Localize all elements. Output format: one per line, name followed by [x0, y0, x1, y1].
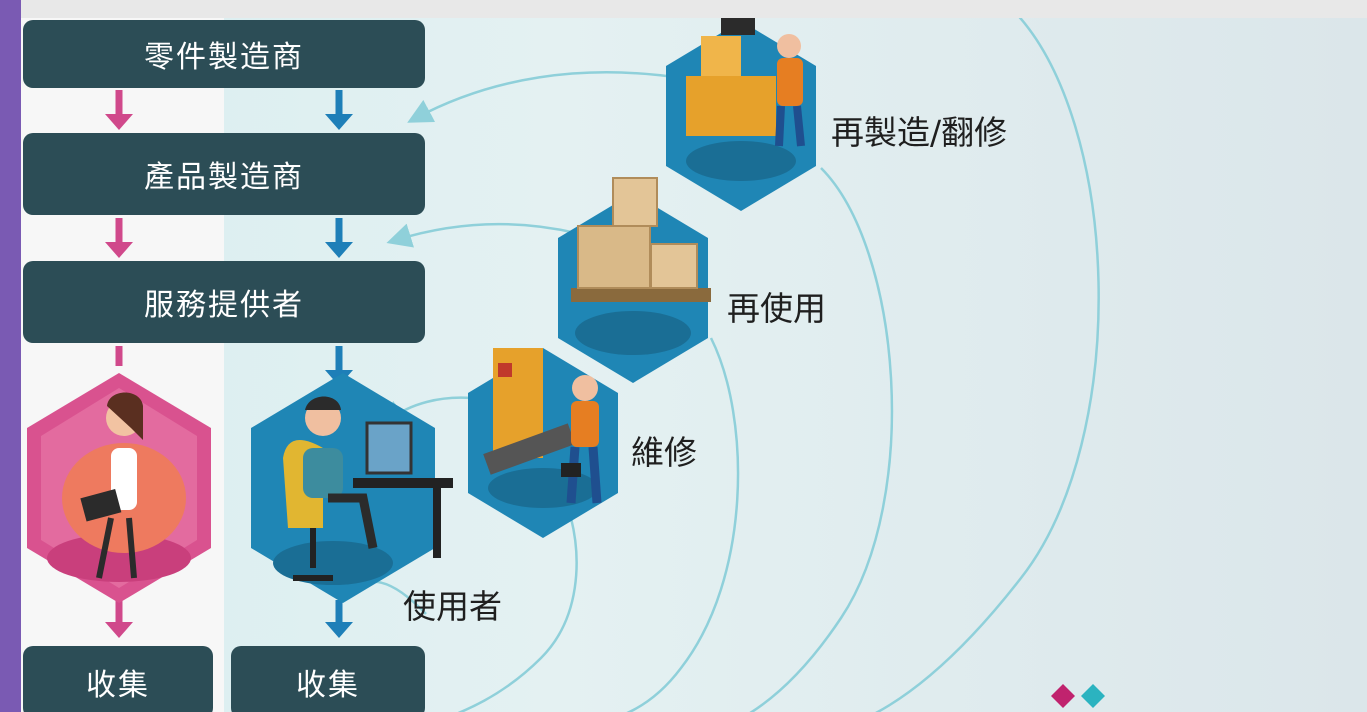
service-provider-box: 服務提供者 — [23, 261, 425, 343]
reuse-label: 再使用 — [727, 289, 826, 328]
parts-manufacturer-box: 零件製造商 — [23, 20, 425, 88]
user-hexagon — [251, 373, 453, 603]
logo-fragment — [1051, 684, 1105, 708]
reuse-hexagon — [558, 177, 711, 383]
repair-loop-curve — [457, 517, 578, 712]
outer-loop-curve — [874, 18, 1100, 712]
parts-manufacturer-label: 零件製造商 — [144, 40, 304, 75]
remanufacture-loop-curve — [749, 167, 894, 712]
diagram-graphics — [27, 18, 1105, 712]
repair-hexagon — [468, 348, 618, 538]
collect-right-box: 收集 — [231, 646, 425, 712]
remanufacture-label: 再製造/翻修 — [831, 113, 1008, 152]
collect-left-label: 收集 — [86, 668, 150, 703]
collect-left-box: 收集 — [23, 646, 213, 712]
service-provider-label: 服務提供者 — [144, 288, 304, 323]
slide-left-border — [0, 0, 21, 712]
consumer-hexagon — [27, 373, 211, 603]
arrow-to-parts — [407, 71, 682, 123]
reuse-loop-curve — [626, 337, 740, 712]
user-label: 使用者 — [403, 587, 502, 626]
arrow-to-product — [386, 222, 577, 248]
collect-right-label: 收集 — [296, 668, 360, 703]
slide-top-strip — [21, 0, 1367, 18]
repair-label: 維修 — [631, 433, 697, 472]
circular-economy-diagram: 零件製造商 產品製造商 服務提供者 收集 收集 再製造/翻修 再使用 維修 使用… — [21, 18, 1367, 712]
remanufacture-hexagon — [666, 18, 816, 211]
product-manufacturer-label: 產品製造商 — [144, 160, 304, 195]
product-manufacturer-box: 產品製造商 — [23, 133, 425, 215]
